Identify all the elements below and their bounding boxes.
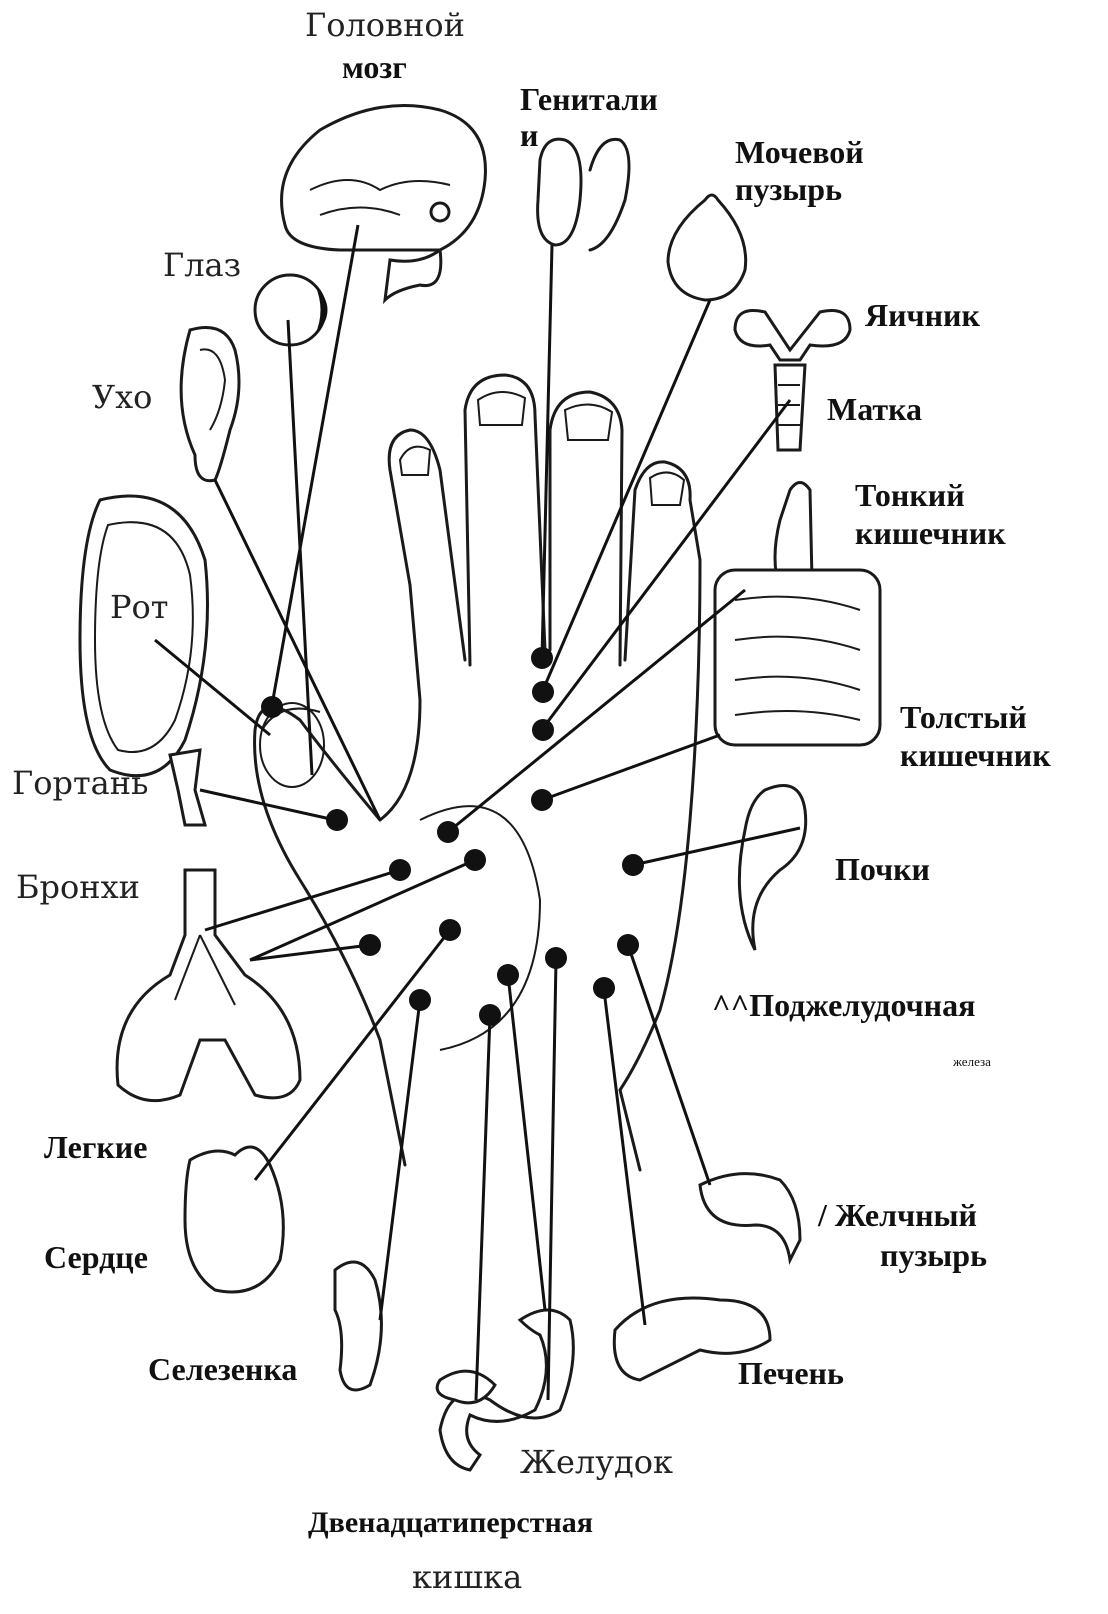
label-eye: Глаз [163, 248, 241, 283]
label-pancreas: ^^Поджелудочная [712, 988, 975, 1023]
point-kidneys [622, 854, 644, 876]
label-kidneys: Почки [835, 852, 930, 887]
mouth-drawing [80, 496, 208, 776]
label-brain-line2: мозг [342, 50, 407, 85]
heart-drawing [185, 1147, 283, 1292]
point-uterus [532, 719, 554, 741]
label-genitals-line2: и [520, 118, 538, 153]
middle-nail [478, 392, 525, 425]
brain-drawing [282, 106, 486, 301]
genitals-drawing [538, 139, 581, 245]
label-larynx: Гортань [12, 766, 148, 801]
liver-connector [604, 990, 645, 1325]
point-lungs-2 [359, 934, 381, 956]
label-duodenum-line2: кишка [412, 1560, 522, 1595]
gallbladder-connector [628, 945, 710, 1185]
label-bladder-line1: Мочевой [735, 135, 864, 170]
small-intestine-connector [448, 590, 745, 832]
ovary-drawing [735, 310, 850, 360]
little-nail [650, 472, 684, 505]
index-nail [400, 447, 430, 475]
point-small-intestine [437, 821, 459, 843]
point-larynx [326, 809, 348, 831]
point-bladder [532, 681, 554, 703]
little-finger-outline [625, 462, 700, 660]
genitals-tube [590, 139, 629, 250]
label-lungs: Легкие [44, 1130, 147, 1165]
point-large-intestine [531, 789, 553, 811]
label-brain-line1: Головной [305, 8, 465, 43]
label-spleen: Селезенка [148, 1352, 297, 1387]
point-genitals [531, 647, 553, 669]
middle-finger-outline [465, 375, 545, 665]
label-ear: Ухо [92, 380, 152, 415]
point-duodenum [479, 1004, 501, 1026]
pancreas-connector [508, 975, 545, 1310]
reflex-points [261, 647, 644, 1026]
label-ovary: Яичник [865, 298, 980, 333]
bladder-drawing [668, 195, 746, 300]
gallbladder-drawing [700, 1174, 800, 1260]
brain-pituitary [431, 203, 449, 221]
point-liver [593, 977, 615, 999]
point-bronchi [389, 859, 411, 881]
label-bladder-line2: пузырь [735, 172, 842, 207]
larynx-drawing [170, 750, 205, 825]
label-small-intestine-line2: кишечник [855, 516, 1006, 551]
spleen-drawing [335, 1262, 381, 1390]
label-small-intestine-line1: Тонкий [855, 478, 965, 513]
point-lungs [464, 849, 486, 871]
label-pancreas-line2: железа [953, 1055, 991, 1069]
label-large-intestine-line1: Толстый [900, 700, 1027, 735]
label-bronchi: Бронхи [16, 870, 140, 905]
ring-nail [565, 404, 612, 440]
bronchi-connector [205, 870, 400, 930]
point-heart [439, 919, 461, 941]
point-spleen [409, 989, 431, 1011]
label-duodenum-line1: Двенадцатиперстная [308, 1506, 593, 1539]
point-brain [261, 696, 283, 718]
label-large-intestine-line2: кишечник [900, 738, 1051, 773]
duodenum-connector [476, 1015, 490, 1400]
palm-right-edge [620, 560, 700, 1090]
label-gallbladder-line2: пузырь [880, 1238, 987, 1273]
spleen-connector [380, 1000, 420, 1320]
label-liver: Печень [738, 1356, 844, 1391]
wrist-right-line [620, 1090, 640, 1170]
label-mouth: Рот [110, 590, 169, 625]
point-stomach [545, 947, 567, 969]
point-gallbladder [617, 934, 639, 956]
lungs-drawing [117, 870, 300, 1101]
uterus-drawing [775, 365, 805, 450]
ear-connector [215, 480, 380, 820]
label-uterus: Матка [827, 392, 922, 427]
label-stomach: Желудок [520, 1445, 673, 1480]
label-gallbladder-line1: / Желчный [818, 1198, 977, 1233]
hand-outline [255, 375, 700, 1170]
point-pancreas [497, 964, 519, 986]
eye-connector [288, 320, 312, 775]
kidney-drawing [739, 786, 805, 951]
label-genitals-line1: Генитали [520, 82, 658, 117]
label-heart: Сердце [44, 1240, 148, 1275]
